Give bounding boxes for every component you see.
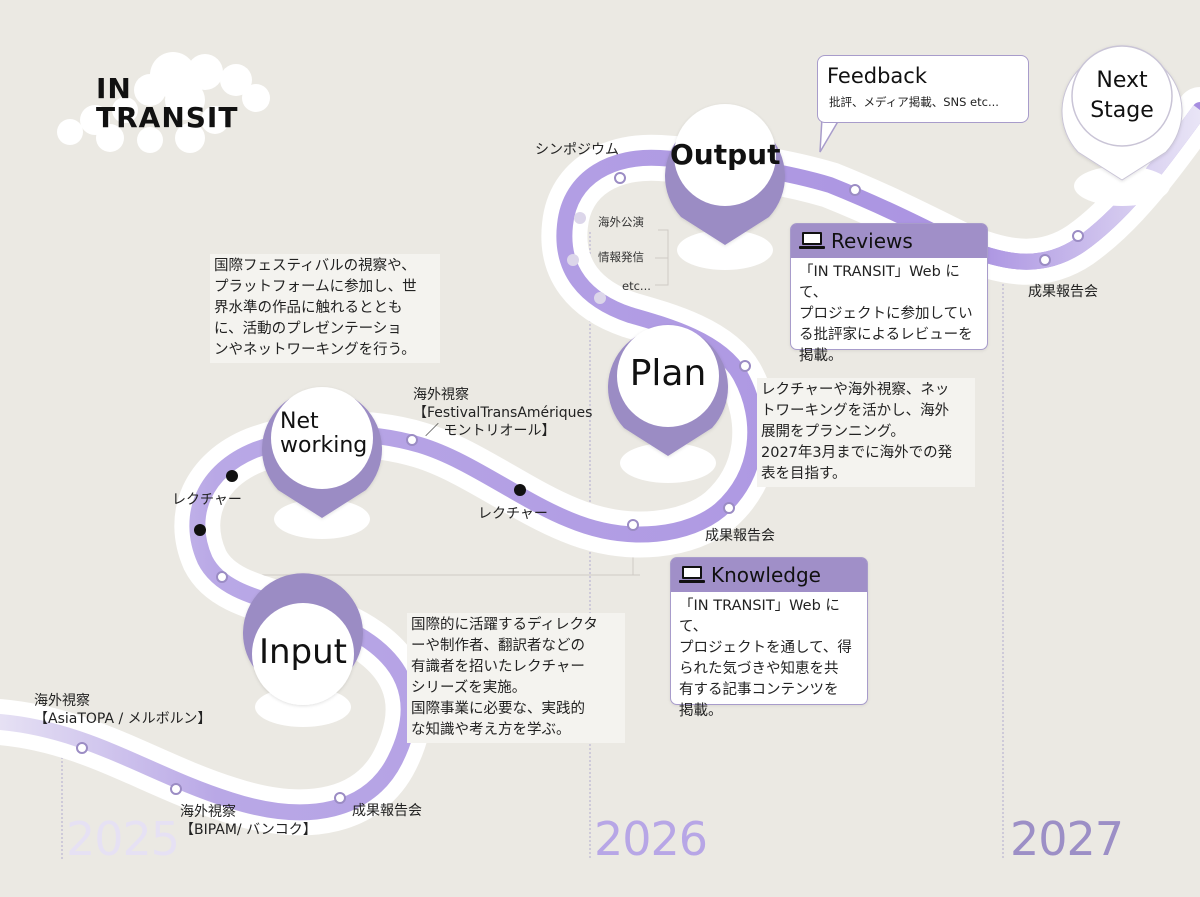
card-reviews-line: プロジェクトに参加してい [799,306,973,322]
year-2026: 2026 [594,812,708,866]
note-plan-line: 表を目指す。 [761,466,847,482]
year-2025: 2025 [66,812,180,866]
note-plan-line: 展開をプランニング。 [761,424,905,440]
card-knowledge-line: られた気づきや知恵を共 [679,661,839,677]
card-knowledge-line: 「IN TRANSIT」Web にて、 [679,598,840,635]
note-plan-line: レクチャーや海外視察、ネッ [761,382,950,398]
year-2027: 2027 [1010,812,1124,866]
card-reviews-line: る批評家によるレビューを [799,327,973,343]
feedback-title: Feedback [827,64,928,88]
note-input-line: 有識者を招いたレクチャー [411,659,585,675]
stage-networking-line-1: Net [280,409,319,434]
label-fta: 海外視察 【FestivalTransAmériques ／ モントリオール】 [413,386,592,440]
stage-output: Output [670,138,781,171]
card-knowledge-title: Knowledge [711,563,821,587]
note-input-line: 国際的に活躍するディレクタ [411,617,598,633]
logo: IN TRANSIT [96,74,238,132]
label-bipam-line-1: 海外視察 [180,804,236,820]
logo-line-1: IN [96,72,132,105]
note-networking-line: 界水準の作品に触れるととも [214,300,403,316]
note-networking: 国際フェスティバルの視察や、 プラットフォームに参加し、世 界水準の作品に触れる… [210,254,440,363]
note-input-line: な知識や考え方を学ぶ。 [411,722,571,738]
road-markers [76,172,1084,804]
label-report-2025: 成果報告会 [352,803,422,819]
card-reviews-line: 「IN TRANSIT」Web にて、 [799,264,960,301]
label-fta-line-3: ／ モントリオール】 [425,423,556,439]
laptop-icon [799,232,825,249]
card-knowledge-line: 掲載。 [679,703,723,719]
label-report-2026: 成果報告会 [705,528,775,544]
logo-line-2: TRANSIT [96,101,239,134]
label-asiatopa-line-2: 【AsiaTOPA / メルボルン】 [34,711,212,727]
label-etc: etc... [622,279,651,293]
label-report-2027: 成果報告会 [1028,284,1098,300]
label-lecture-left: レクチャー [172,492,242,508]
stage-networking: Net working [270,410,374,458]
stage-plan: Plan [629,353,707,394]
label-asiatopa-line-1: 海外視察 [34,693,90,709]
feedback-bubble-tail [819,118,843,153]
card-knowledge: Knowledge 「IN TRANSIT」Web にて、 プロジェクトを通して… [670,557,868,719]
note-input: 国際的に活躍するディレクタ ーや制作者、翻訳者などの 有識者を招いたレクチャー … [407,613,625,743]
label-info-send: 情報発信 [598,250,644,264]
note-plan-line: 2027年3月までに海外での発 [761,445,953,461]
note-plan-line: トワーキングを活かし、海外 [761,403,950,419]
note-input-line: ーや制作者、翻訳者などの [411,638,585,654]
label-bipam: 海外視察 【BIPAM/ バンコク】 [180,803,317,839]
label-fta-line-1: 海外視察 [413,387,469,403]
event-markers [194,470,526,536]
card-reviews-header: Reviews [791,224,987,258]
card-reviews-body: 「IN TRANSIT」Web にて、 プロジェクトに参加してい る批評家による… [791,258,987,371]
stage-next: Next Stage [1072,66,1172,126]
label-fta-line-2: 【FestivalTransAmériques [413,405,593,421]
label-overseas-performance: 海外公演 [598,215,644,229]
card-knowledge-line: 有する記事コンテンツを [679,682,839,698]
label-lecture-mid: レクチャー [478,506,548,522]
laptop-icon [679,566,705,583]
note-plan: レクチャーや海外視察、ネッ トワーキングを活かし、海外 展開をプランニング。 2… [757,378,975,487]
feedback-bubble: Feedback 批評、メディア掲載、SNS etc... [817,55,1029,123]
note-input-line: 国際事業に必要な、実践的 [411,701,585,717]
card-reviews-line: 掲載。 [799,348,843,364]
stage-next-line-2: Stage [1090,98,1154,123]
note-input-line: シリーズを実施。 [411,680,527,696]
cloud-decoration [57,52,270,153]
card-reviews-title: Reviews [831,229,913,253]
label-bipam-line-2: 【BIPAM/ バンコク】 [180,822,317,838]
stage-networking-line-2: working [280,433,368,458]
note-networking-line: プラットフォームに参加し、世 [214,279,417,295]
card-reviews: Reviews 「IN TRANSIT」Web にて、 プロジェクトに参加してい… [790,223,988,364]
note-networking-line: 国際フェスティバルの視察や、 [214,258,416,274]
note-networking-line: に、活動のプレゼンテーショ [214,321,402,337]
stage-next-line-1: Next [1096,68,1148,93]
label-asiatopa: 海外視察 【AsiaTOPA / メルボルン】 [34,692,211,728]
card-knowledge-body: 「IN TRANSIT」Web にて、 プロジェクトを通して、得 られた気づきや… [671,592,867,726]
feedback-subtitle: 批評、メディア掲載、SNS etc... [829,95,999,109]
card-knowledge-header: Knowledge [671,558,867,592]
label-symposium: シンポジウム [535,142,619,158]
map-pin-icon [243,45,1183,705]
note-networking-line: ンやネットワーキングを行う。 [214,342,416,358]
card-knowledge-line: プロジェクトを通して、得 [679,640,852,656]
stage-input: Input [258,632,348,672]
gray-markers [567,212,606,304]
